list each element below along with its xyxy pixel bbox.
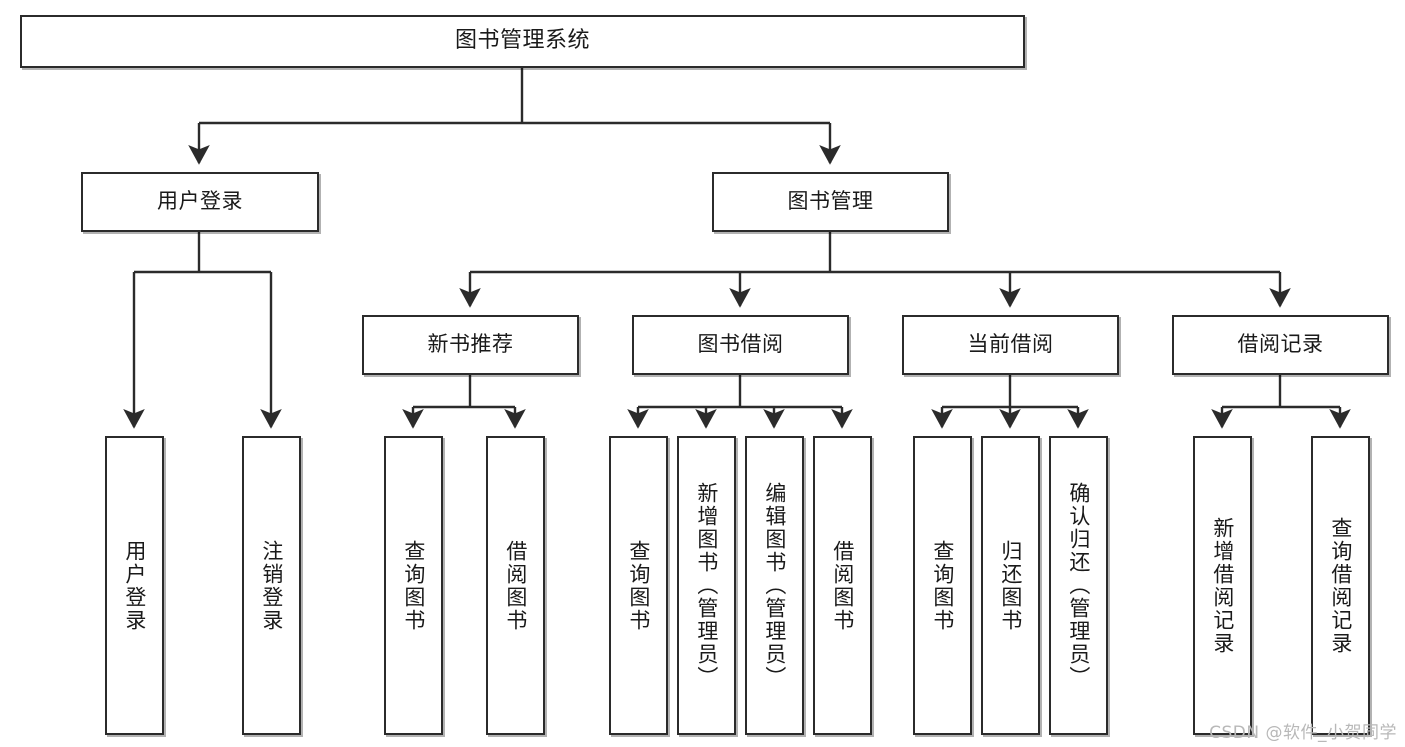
node-label: 图书管理系统 (454, 28, 590, 54)
leaf-confirm-return-admin[interactable]: 确认归还（管理员） (1049, 436, 1108, 735)
node-label: 查询图书 (930, 539, 955, 632)
node-label: 确认归还（管理员） (1066, 482, 1091, 689)
leaf-add-book-admin[interactable]: 新增图书（管理员） (677, 436, 736, 735)
leaf-query-book-current[interactable]: 查询图书 (913, 436, 972, 735)
node-label: 查询借阅记录 (1328, 516, 1353, 655)
node-root-book-management-system[interactable]: 图书管理系统 (20, 15, 1025, 68)
node-label: 查询图书 (626, 539, 651, 632)
node-label: 新增图书（管理员） (694, 482, 719, 689)
node-label: 用户登录 (122, 539, 147, 632)
node-current-borrow[interactable]: 当前借阅 (902, 315, 1119, 375)
node-borrow-record[interactable]: 借阅记录 (1172, 315, 1389, 375)
leaf-add-borrow-record[interactable]: 新增借阅记录 (1193, 436, 1252, 735)
node-label: 借阅图书 (830, 539, 855, 632)
node-label: 新书推荐 (427, 332, 514, 357)
node-label: 当前借阅 (967, 332, 1054, 357)
leaf-query-book-borrow[interactable]: 查询图书 (609, 436, 668, 735)
node-label: 归还图书 (998, 539, 1023, 632)
leaf-return-book[interactable]: 归还图书 (981, 436, 1040, 735)
node-label: 图书管理 (787, 189, 874, 214)
node-label: 借阅图书 (503, 539, 528, 632)
leaf-query-book-recommend[interactable]: 查询图书 (384, 436, 443, 735)
leaf-query-borrow-record[interactable]: 查询借阅记录 (1311, 436, 1370, 735)
node-label: 借阅记录 (1237, 332, 1324, 357)
leaf-logout-login[interactable]: 注销登录 (242, 436, 301, 735)
node-label: 新增借阅记录 (1210, 516, 1235, 655)
node-label: 注销登录 (259, 539, 284, 632)
node-user-login[interactable]: 用户登录 (81, 172, 319, 232)
node-book-borrow[interactable]: 图书借阅 (632, 315, 849, 375)
csdn-watermark: CSDN @软件_小贺同学 (1209, 723, 1397, 743)
leaf-borrow-book-recommend[interactable]: 借阅图书 (486, 436, 545, 735)
node-label: 编辑图书（管理员） (762, 482, 787, 689)
node-new-book-recommend[interactable]: 新书推荐 (362, 315, 579, 375)
node-label: 图书借阅 (697, 332, 784, 357)
leaf-borrow-book-borrow[interactable]: 借阅图书 (813, 436, 872, 735)
node-label: 用户登录 (157, 189, 243, 214)
node-book-management[interactable]: 图书管理 (712, 172, 949, 232)
node-label: 查询图书 (401, 539, 426, 632)
leaf-edit-book-admin[interactable]: 编辑图书（管理员） (745, 436, 804, 735)
leaf-user-login[interactable]: 用户登录 (105, 436, 164, 735)
